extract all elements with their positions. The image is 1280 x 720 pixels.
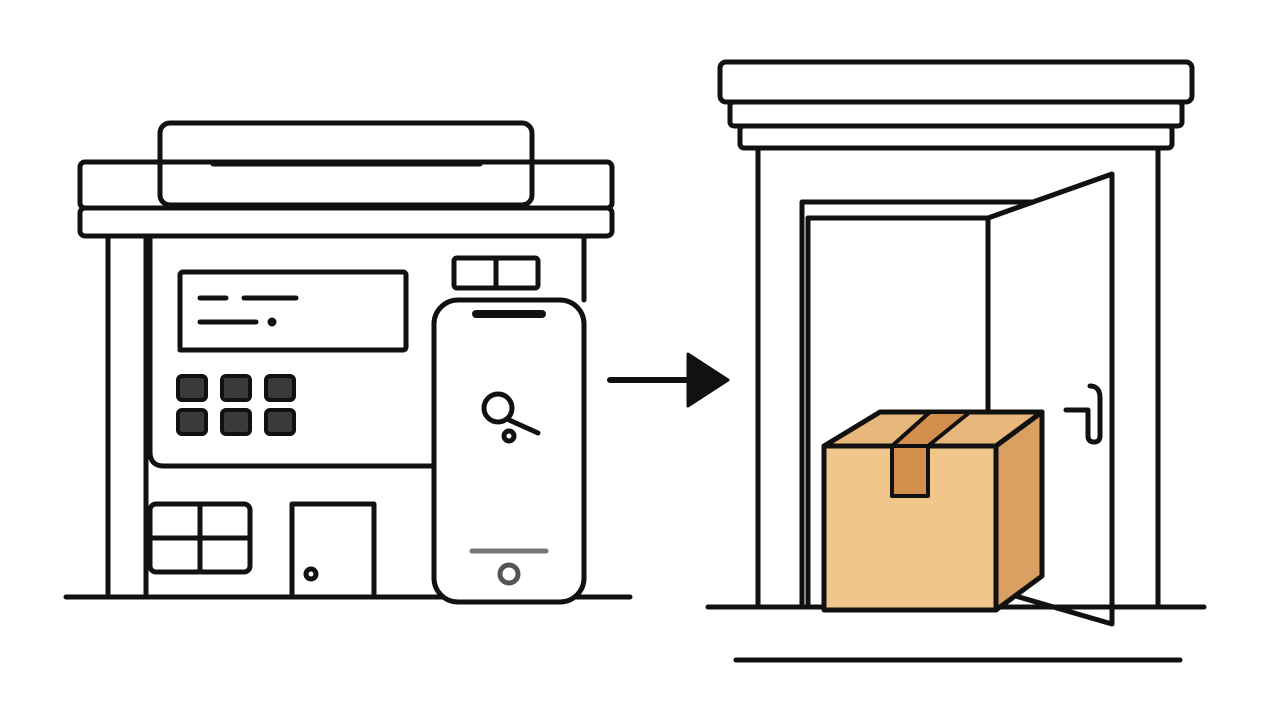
phone-home-button	[497, 562, 521, 586]
door-handle	[1063, 383, 1103, 445]
terminal-keypad	[176, 374, 296, 436]
key-icon	[481, 391, 541, 444]
arrow-head	[686, 352, 730, 408]
key-icon-ring	[501, 428, 517, 444]
keypad-key	[176, 374, 208, 402]
phone-body	[431, 297, 587, 605]
cardboard-box-icon	[821, 409, 1045, 613]
door-lintel-mid	[727, 99, 1185, 129]
door-opening	[799, 199, 1111, 609]
keypad-key	[264, 374, 296, 402]
building-awning-lip	[77, 205, 615, 239]
door-lintel-top	[717, 59, 1195, 105]
building-door-knob	[303, 566, 319, 582]
key-icon-head	[481, 391, 515, 425]
key-icon-shaft	[504, 416, 541, 436]
box-side	[993, 409, 1045, 613]
parcel-locker-building-icon	[63, 120, 633, 600]
locker-terminal-panel	[147, 233, 435, 469]
box-tape-front	[890, 444, 930, 498]
smartphone-icon	[431, 297, 587, 605]
terminal-screen	[177, 269, 409, 353]
arrow-right-icon	[607, 352, 730, 408]
keypad-key	[220, 408, 252, 436]
door-lintel-bottom	[737, 123, 1175, 151]
keypad-key	[176, 408, 208, 436]
keypad-key	[264, 408, 296, 436]
terminal-screen-dot	[267, 317, 277, 327]
building-door	[289, 501, 377, 600]
keypad-key	[220, 374, 252, 402]
